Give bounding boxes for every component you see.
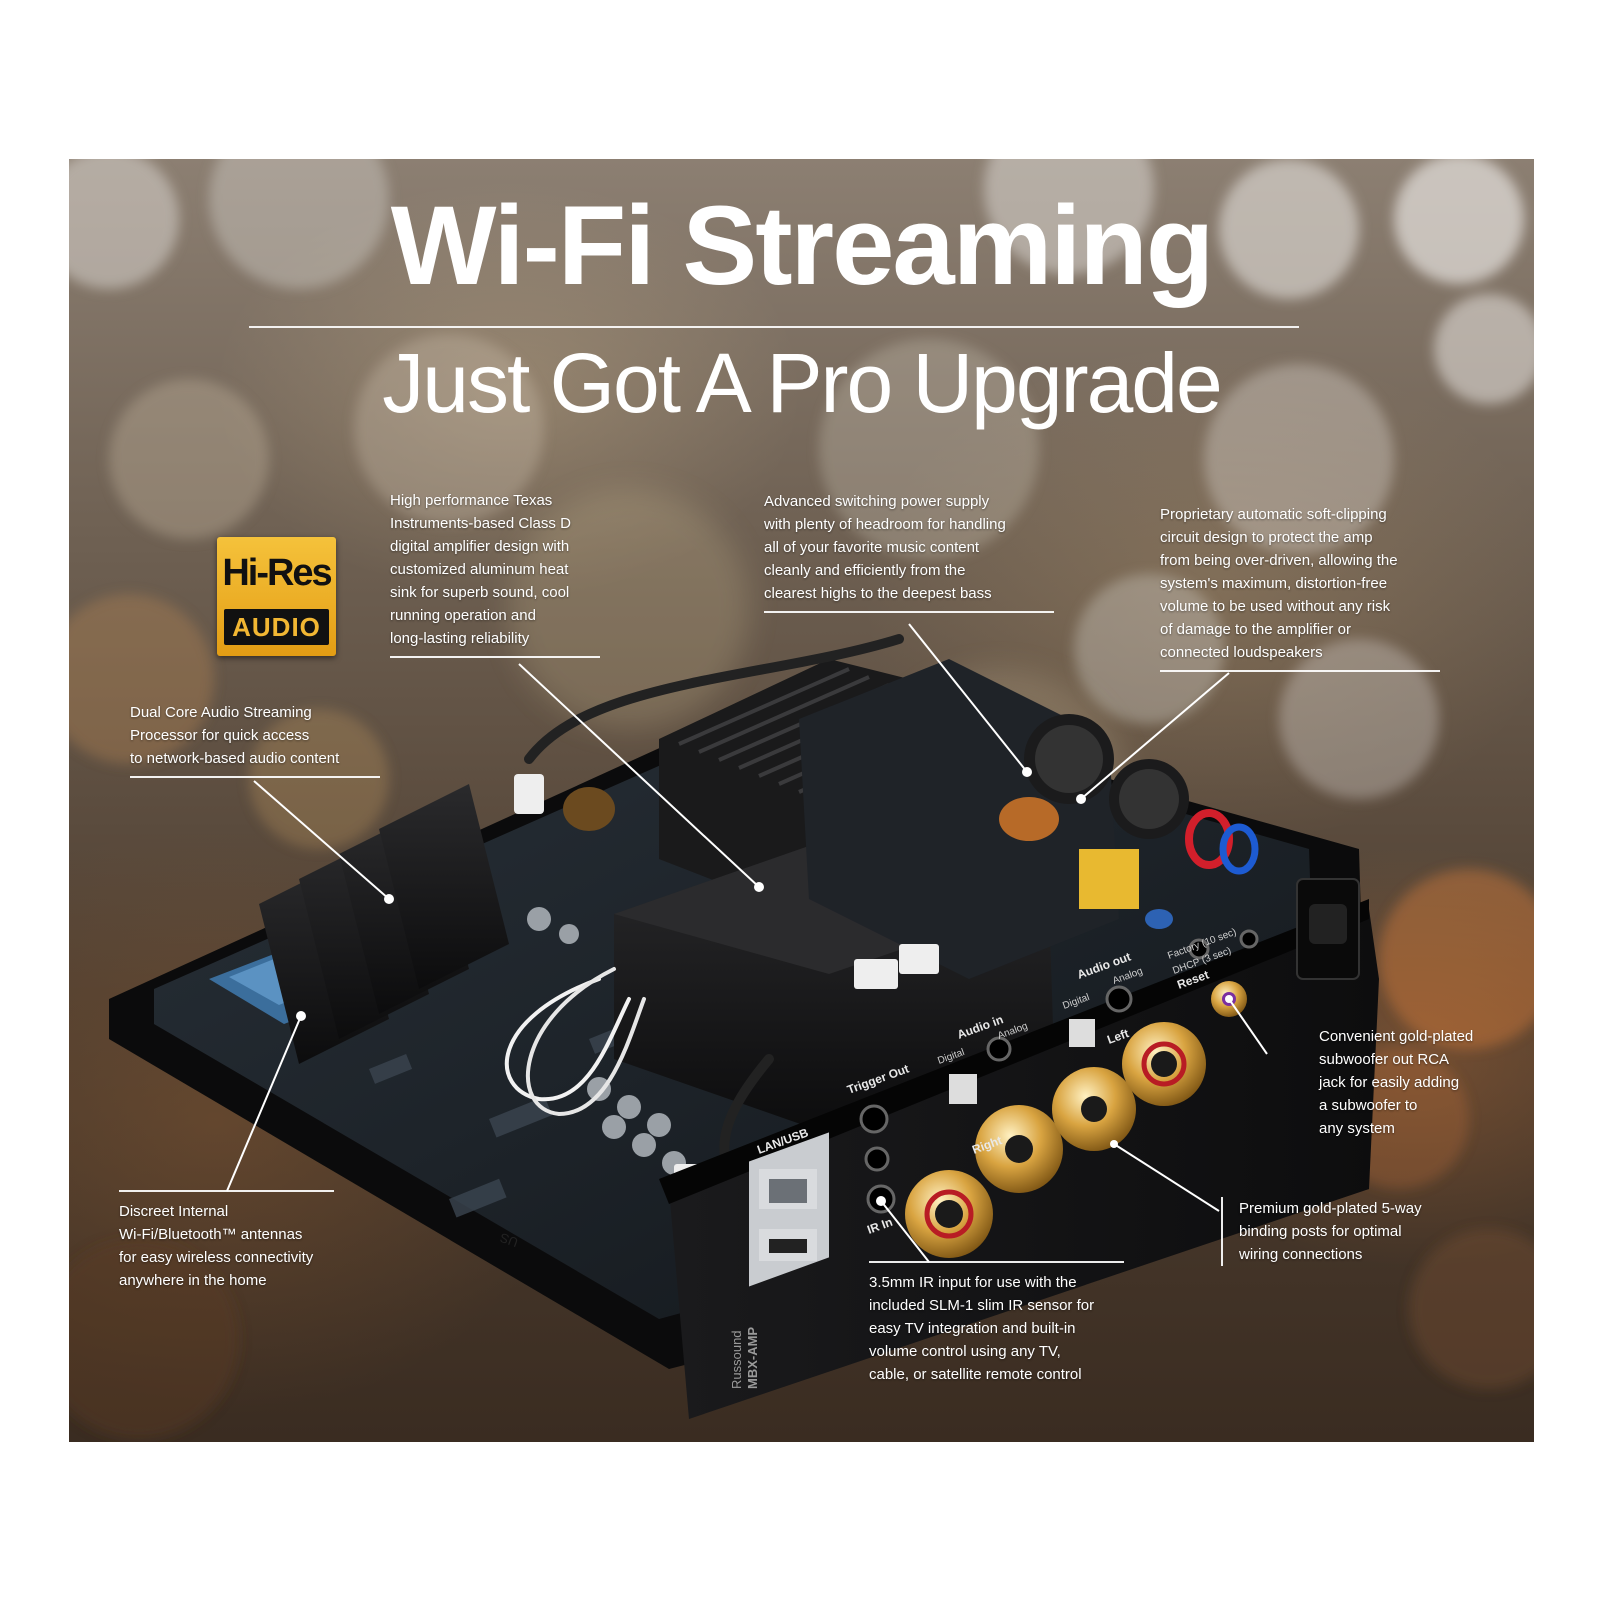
callout-leader-lines <box>226 623 1268 1263</box>
hero-panel: LAN/USB Trigger Out IR In Audio in Audio… <box>69 159 1534 1442</box>
amplifier-illustration: LAN/USB Trigger Out IR In Audio in Audio… <box>109 634 1379 1419</box>
hi-res-audio-badge: Hi-Res AUDIO <box>217 537 336 656</box>
headline-subtitle: Just Got A Pro Upgrade <box>382 336 1223 430</box>
label-board-tag: US <box>498 1230 520 1250</box>
badge-hi-res-text: Hi-Res <box>222 552 332 594</box>
badge-audio-text: AUDIO <box>232 612 321 642</box>
label-brand: Russound <box>729 1330 744 1389</box>
badge-audio-box: AUDIO <box>224 609 329 645</box>
headline-divider <box>249 326 1299 328</box>
bokeh-background <box>69 159 1534 1439</box>
binding-posts <box>905 1022 1206 1258</box>
headline-title: Wi-Fi Streaming <box>390 183 1214 308</box>
label-model: MBX-AMP <box>745 1327 760 1389</box>
